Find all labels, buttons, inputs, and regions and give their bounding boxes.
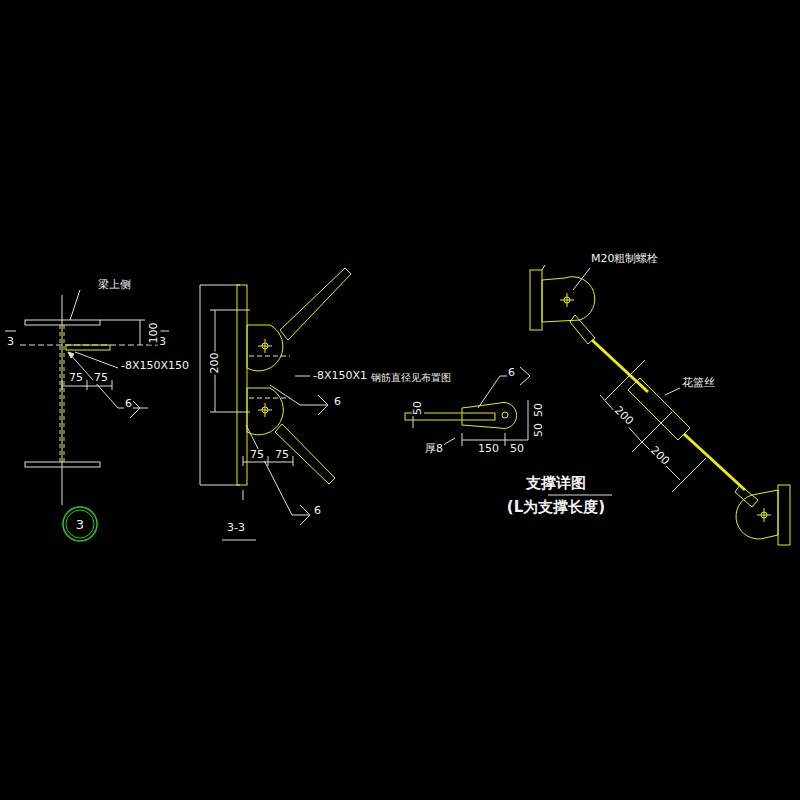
plate-spec: -8X150X150 — [120, 360, 190, 372]
note-text: 厚8 — [424, 443, 444, 455]
drawing-caption: (L为支撑长度) — [505, 498, 607, 517]
dimension: 75 — [68, 372, 84, 384]
detail-circle: 3 — [62, 506, 98, 542]
weld-size: 6 — [124, 398, 133, 410]
dimension: 75 — [249, 449, 265, 461]
dimension: 100 — [148, 322, 160, 345]
dimension: 75 — [93, 372, 109, 384]
note-text: 梁上侧 — [97, 279, 132, 291]
dimension: 50 — [533, 422, 545, 438]
dimension: 75 — [274, 449, 290, 461]
note-text: 钢筋直径见布置图 — [370, 372, 452, 383]
dimension: 50 — [412, 400, 424, 416]
weld-size: 6 — [333, 396, 342, 408]
drawing-title: 支撑详图 — [524, 474, 588, 493]
weld-size: 6 — [313, 505, 322, 517]
bolt-spec: M20粗制螺栓 — [590, 253, 660, 265]
dimension: 50 — [533, 402, 545, 418]
plate-spec: -8X150X1 — [312, 370, 368, 382]
dimension: 200 — [611, 404, 636, 429]
section-mark: 3 — [6, 336, 15, 348]
dimension: 150 — [477, 443, 500, 455]
callout-number: 3 — [76, 517, 84, 532]
dimension: 50 — [509, 443, 525, 455]
section-title: 3-3 — [226, 522, 246, 534]
weld-size: 6 — [507, 367, 516, 379]
part-name: 花篮丝 — [681, 377, 716, 389]
dimension: 200 — [647, 444, 672, 469]
dimension: 200 — [209, 352, 221, 375]
